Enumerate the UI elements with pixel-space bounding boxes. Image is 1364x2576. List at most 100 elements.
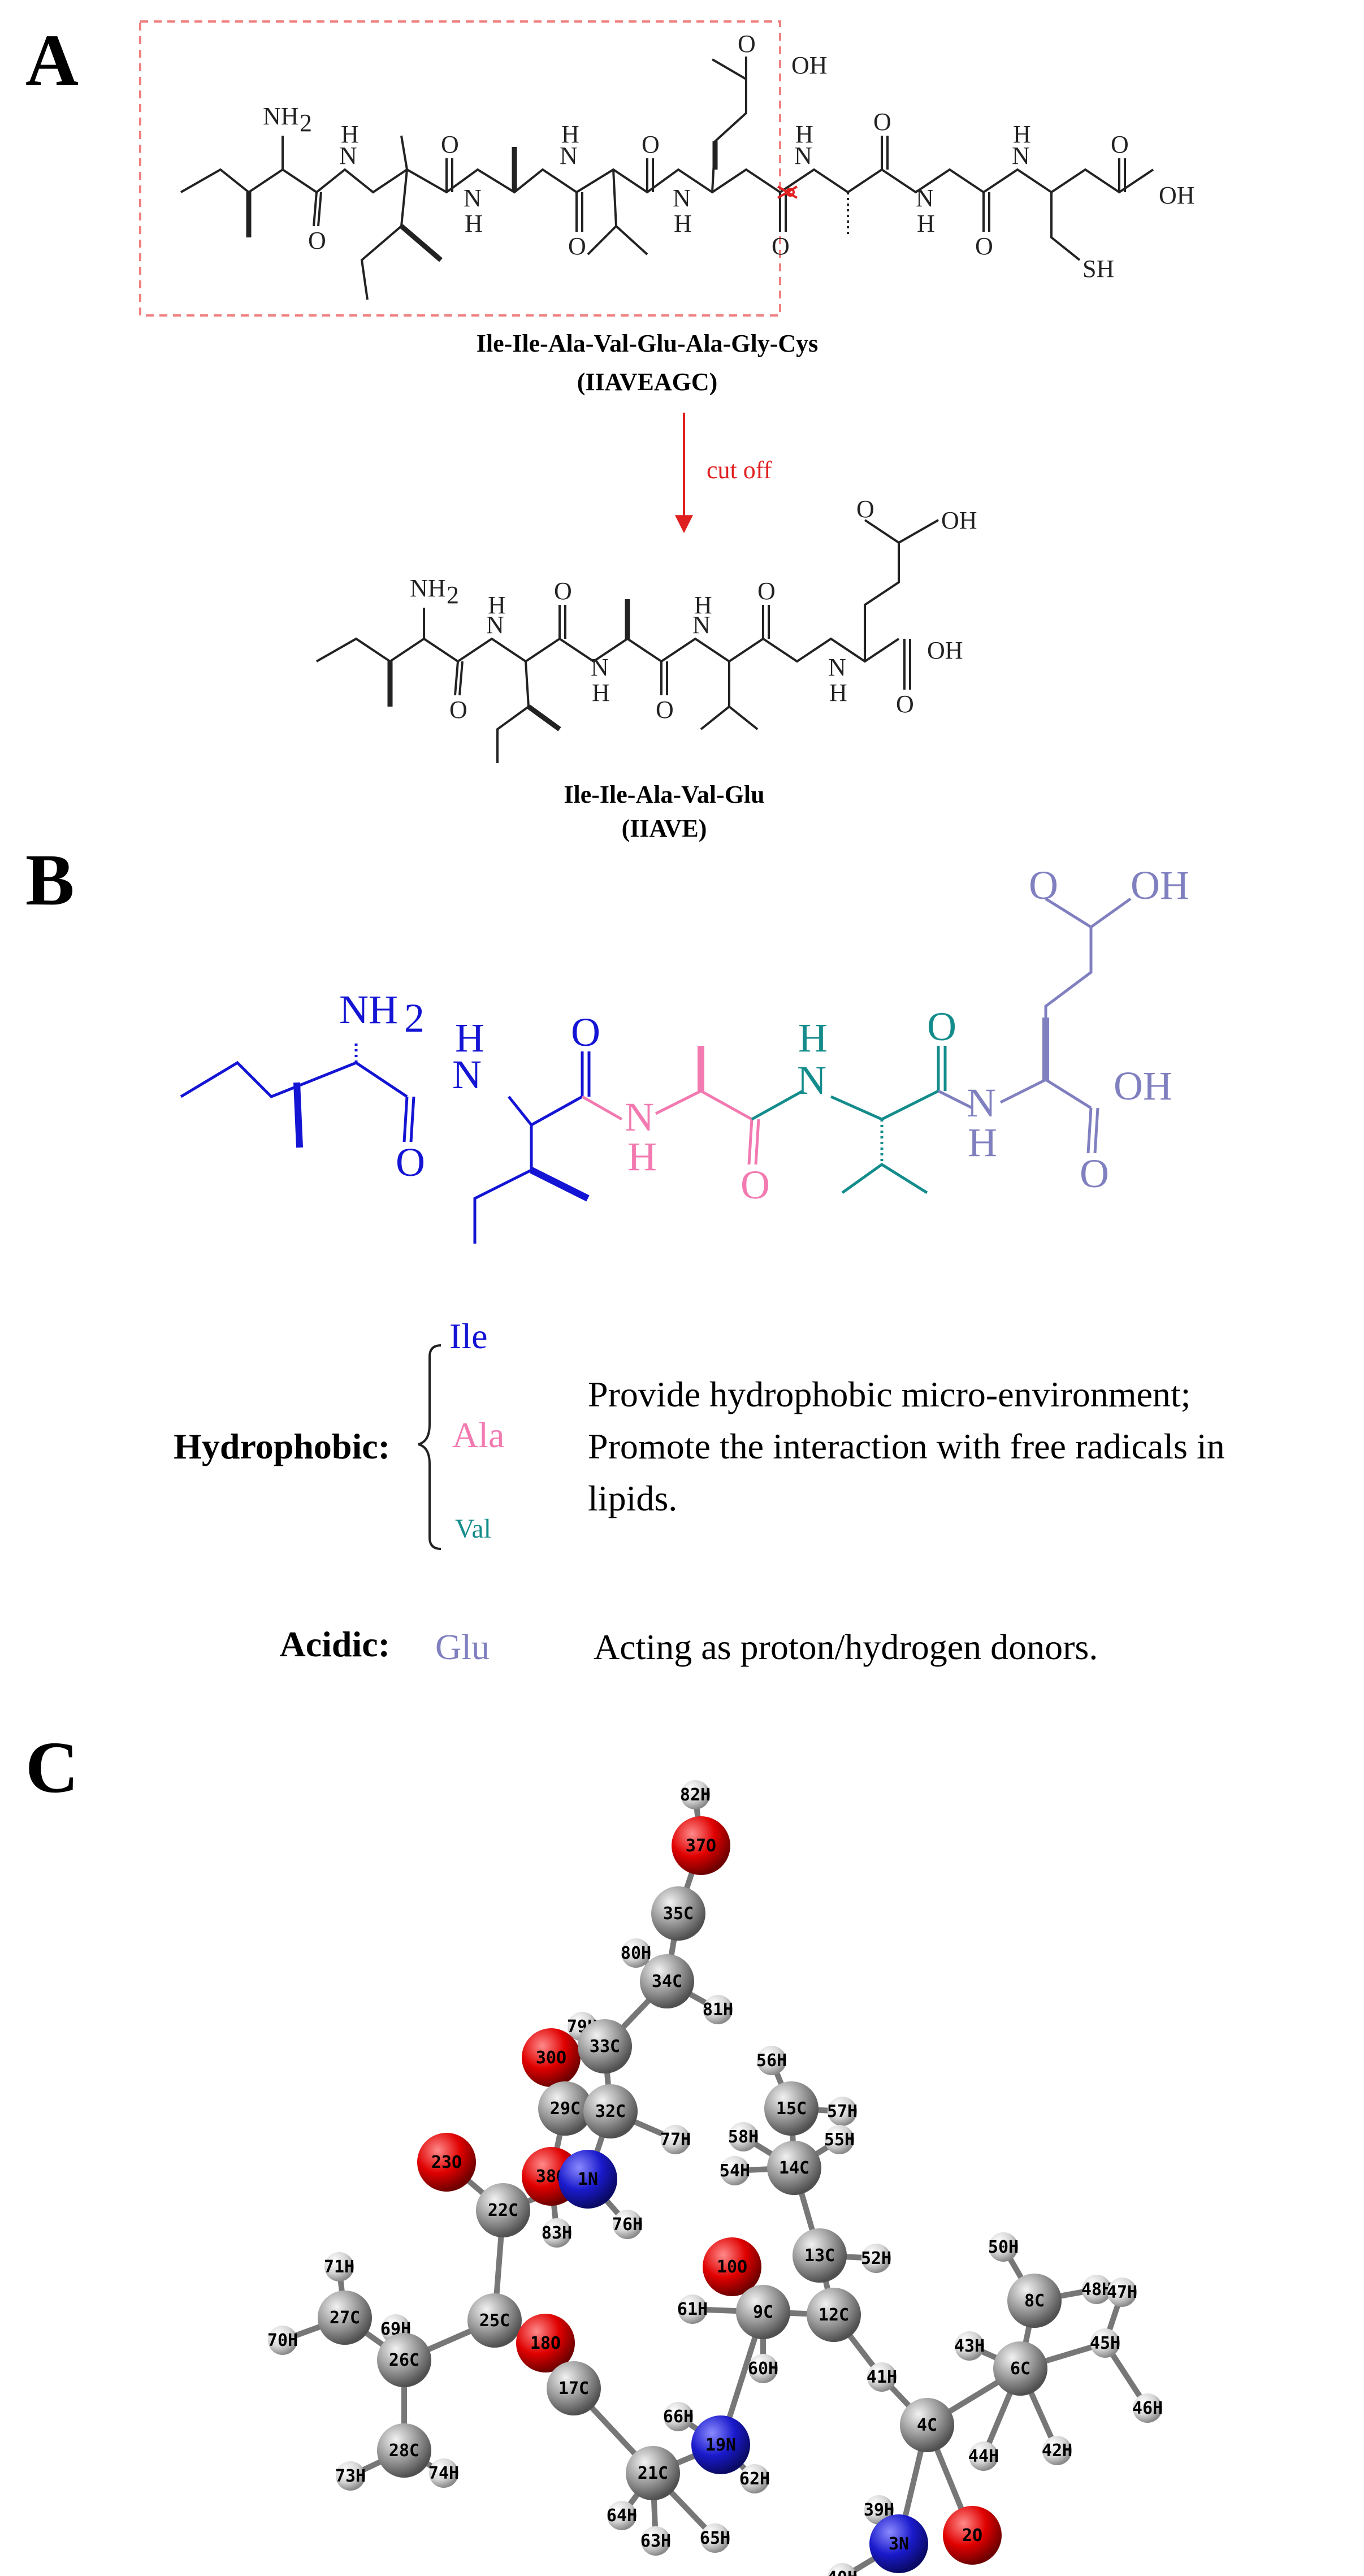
atom-ball-45h xyxy=(1090,2328,1120,2358)
cut-off-label: cut off xyxy=(707,456,772,484)
atom-label-4c: 4C xyxy=(917,2415,937,2435)
hydrophobic-bracket xyxy=(418,1344,441,1550)
atom-ball-57h xyxy=(828,2097,857,2126)
atom-ball-77h xyxy=(661,2125,690,2154)
atom-ball-73h xyxy=(336,2461,365,2491)
atom-label-56h: 56H xyxy=(756,2051,787,2071)
atom-ball-54h xyxy=(720,2156,750,2185)
atom-n: N xyxy=(828,653,846,681)
atom-ball-64h xyxy=(607,2501,636,2530)
hydrophobic-desc-line-2: Promote the interaction with free radica… xyxy=(588,1426,1225,1466)
atom-ball-63h xyxy=(641,2526,670,2556)
atom-label-82h: 82H xyxy=(680,1785,711,1805)
atom-label-80h: 80H xyxy=(621,1943,651,1963)
atom-ball-29c xyxy=(538,2081,592,2136)
residue-ile: Ile xyxy=(449,1316,488,1356)
atom-ball-82h xyxy=(681,1780,710,1809)
atom-ball-33c xyxy=(578,2019,632,2073)
atom-o: O xyxy=(856,495,874,523)
atom-ball-76h xyxy=(613,2210,642,2239)
atom-ball-2o xyxy=(943,2506,1002,2565)
atom-ball-44h xyxy=(969,2441,998,2471)
atom-label-33c: 33C xyxy=(590,2037,620,2057)
atom-ball-27c xyxy=(318,2291,372,2345)
top-peptide-structure xyxy=(180,57,1154,300)
atom-ball-46h xyxy=(1133,2393,1162,2423)
acidic-desc: Acting as proton/hydrogen donors. xyxy=(594,1627,1098,1667)
atom-label-34c: 34C xyxy=(652,1972,682,1991)
atom-ball-28c xyxy=(377,2423,431,2478)
atom-ball-81h xyxy=(703,1995,733,2024)
atom-n: N xyxy=(591,653,609,681)
atom-h: H xyxy=(592,679,610,707)
atom-label-10o: 10O xyxy=(717,2257,747,2277)
atom-ball-4c xyxy=(900,2398,954,2452)
atom-label-61h: 61H xyxy=(677,2300,708,2319)
atom-o: O xyxy=(738,30,756,58)
atom-label-6c: 6C xyxy=(1010,2359,1030,2379)
atom-label-62h: 62H xyxy=(739,2469,770,2489)
atom-ball-32c xyxy=(583,2084,638,2138)
atom-label-3n: 3N xyxy=(889,2534,909,2554)
atom-label-15c: 15C xyxy=(776,2099,807,2119)
hydrophobic-desc-line-1: Provide hydrophobic micro-environment; xyxy=(588,1374,1190,1414)
atom-o: O xyxy=(1029,863,1058,908)
hydrophobic-desc-line-3: lipids. xyxy=(588,1478,677,1518)
atom-ball-22c xyxy=(476,2183,530,2237)
atom-label-41h: 41H xyxy=(867,2367,897,2387)
atom-o: O xyxy=(308,227,326,254)
atom-n: N xyxy=(486,611,504,639)
atom-h: H xyxy=(341,120,359,148)
atom-label-42h: 42H xyxy=(1042,2441,1072,2461)
hydrophobic-label: Hydrophobic: xyxy=(174,1426,390,1466)
atom-label-14c: 14C xyxy=(779,2158,809,2178)
atom-ball-6c xyxy=(993,2341,1047,2396)
atom-o: O xyxy=(927,1004,956,1049)
atom-label-28c: 28C xyxy=(389,2441,419,2461)
atom-nh2: NH xyxy=(410,574,446,602)
atom-ball-56h xyxy=(757,2046,786,2075)
atom-label-65h: 65H xyxy=(700,2529,730,2548)
atom-ball-23o xyxy=(417,2133,476,2192)
atom-ball-34c xyxy=(640,1954,694,2008)
atom-label-2o: 2O xyxy=(962,2526,982,2545)
atom-h: H xyxy=(795,120,813,148)
atom-nh2-sub: 2 xyxy=(447,581,459,609)
atom-ball-66h xyxy=(664,2402,693,2431)
atom-label-29c: 29C xyxy=(550,2099,581,2119)
atom-ball-40h xyxy=(828,2563,857,2576)
atom-oh: OH xyxy=(1114,1063,1172,1109)
atom-nh2: NH xyxy=(339,987,398,1032)
atom-oh: OH xyxy=(1159,181,1195,209)
atom-ball-9c xyxy=(736,2285,790,2339)
atom-label-66h: 66H xyxy=(663,2407,694,2427)
atom-label-19n: 19N xyxy=(705,2435,736,2455)
atom-label-74h: 74H xyxy=(428,2464,459,2483)
atom-label-30o: 30O xyxy=(536,2048,566,2068)
atom-ball-42h xyxy=(1042,2436,1072,2465)
atom-oh: OH xyxy=(941,506,977,534)
atom-ball-14c xyxy=(767,2141,821,2195)
atom-label-37o: 37O xyxy=(686,1836,716,1856)
atom-ball-60h xyxy=(748,2354,778,2383)
atom-ball-52h xyxy=(861,2244,891,2273)
atom-label-44h: 44H xyxy=(968,2447,999,2466)
atom-o: O xyxy=(396,1140,425,1185)
atom-n: N xyxy=(464,184,482,212)
atom-n: N xyxy=(916,184,934,212)
atom-o: O xyxy=(873,108,891,136)
atom-label-47h: 47H xyxy=(1107,2283,1137,2302)
atom-ball-12c xyxy=(807,2288,861,2342)
atom-label-35c: 35C xyxy=(663,1904,694,1924)
atom-o: O xyxy=(656,696,674,724)
atom-label-52h: 52H xyxy=(861,2249,891,2268)
atom-label-12c: 12C xyxy=(819,2305,849,2325)
atom-label-8c: 8C xyxy=(1024,2291,1045,2311)
atom-o: O xyxy=(571,1010,600,1055)
atom-label-70h: 70H xyxy=(267,2331,298,2350)
atom-label-50h: 50H xyxy=(988,2237,1019,2257)
scissors-icon xyxy=(777,185,798,199)
atom-n: N xyxy=(560,142,578,170)
atom-ball-3n xyxy=(869,2514,928,2573)
